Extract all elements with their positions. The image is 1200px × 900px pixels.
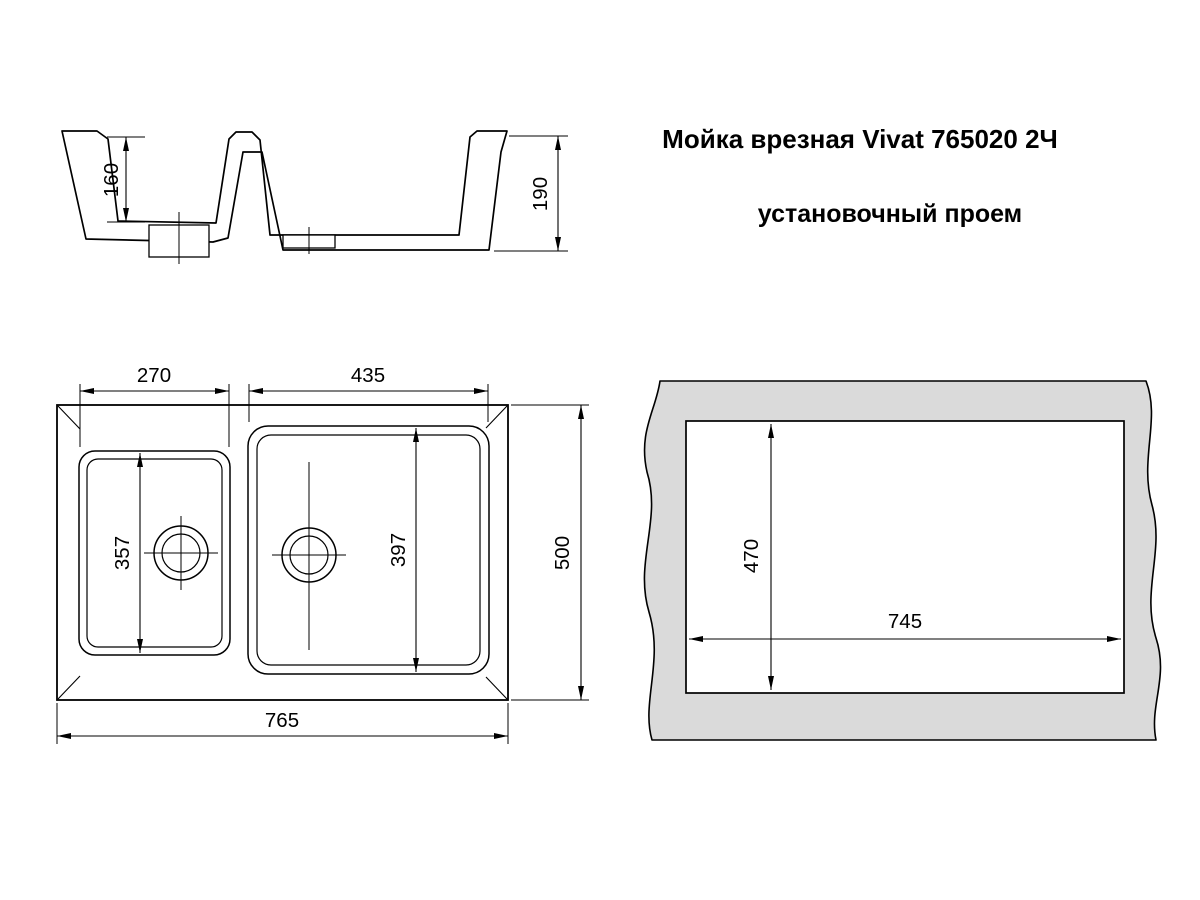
right-bowl-inner bbox=[256, 434, 481, 666]
dimension-right-bowl-length: 397 bbox=[387, 428, 419, 672]
dimension-cutout-width: 745 bbox=[689, 610, 1121, 642]
dim-label-right-bowl-length: 397 bbox=[387, 533, 410, 567]
corner-chamfer-line bbox=[485, 405, 508, 429]
plan-view: 270 435 357 397 500 765 bbox=[56, 364, 589, 744]
dim-label-right-bowl-width: 435 bbox=[351, 364, 385, 387]
dim-label-overall-width: 765 bbox=[265, 709, 299, 732]
dim-label-left-bowl-depth: 160 bbox=[100, 163, 123, 197]
dimension-overall-width: 765 bbox=[56, 703, 509, 744]
drain-outer-circle bbox=[281, 527, 337, 583]
drain-inner-circle bbox=[161, 533, 201, 573]
dim-label-cutout-height: 470 bbox=[740, 539, 763, 573]
left-drain bbox=[144, 516, 218, 590]
drain-inner-circle bbox=[289, 535, 329, 575]
sink-cross-section-outline bbox=[61, 130, 508, 251]
right-bowl-outer bbox=[247, 425, 490, 675]
corner-chamfer-line bbox=[485, 676, 508, 700]
drawing-title: Мойка врезная Vivat 765020 2Ч bbox=[662, 124, 1058, 154]
right-drain bbox=[272, 462, 346, 650]
dim-label-left-bowl-width: 270 bbox=[137, 364, 171, 387]
cutout-opening bbox=[685, 420, 1125, 694]
corner-chamfer-line bbox=[57, 675, 81, 700]
dim-label-left-bowl-length: 357 bbox=[111, 536, 134, 570]
dimension-left-bowl-width: 270 bbox=[79, 364, 230, 447]
dim-label-right-bowl-depth: 190 bbox=[529, 177, 552, 211]
drawing-subtitle: установочный проем bbox=[758, 200, 1022, 228]
cutout-view: 470 745 bbox=[643, 380, 1162, 741]
left-bowl-inner bbox=[86, 458, 223, 648]
dimension-right-bowl-depth: 190 bbox=[494, 135, 568, 252]
dimension-left-bowl-depth: 160 bbox=[100, 136, 145, 223]
drain-outer-circle bbox=[153, 525, 209, 581]
dimension-left-bowl-length: 357 bbox=[111, 453, 143, 653]
section-view: 160 190 bbox=[61, 130, 568, 264]
dimension-right-bowl-width: 435 bbox=[248, 364, 489, 422]
dim-label-overall-depth: 500 bbox=[551, 536, 574, 570]
dimension-cutout-height: 470 bbox=[740, 424, 774, 690]
dimension-overall-depth: 500 bbox=[511, 404, 589, 701]
corner-chamfer-line bbox=[57, 405, 81, 430]
dim-label-cutout-width: 745 bbox=[888, 610, 922, 633]
